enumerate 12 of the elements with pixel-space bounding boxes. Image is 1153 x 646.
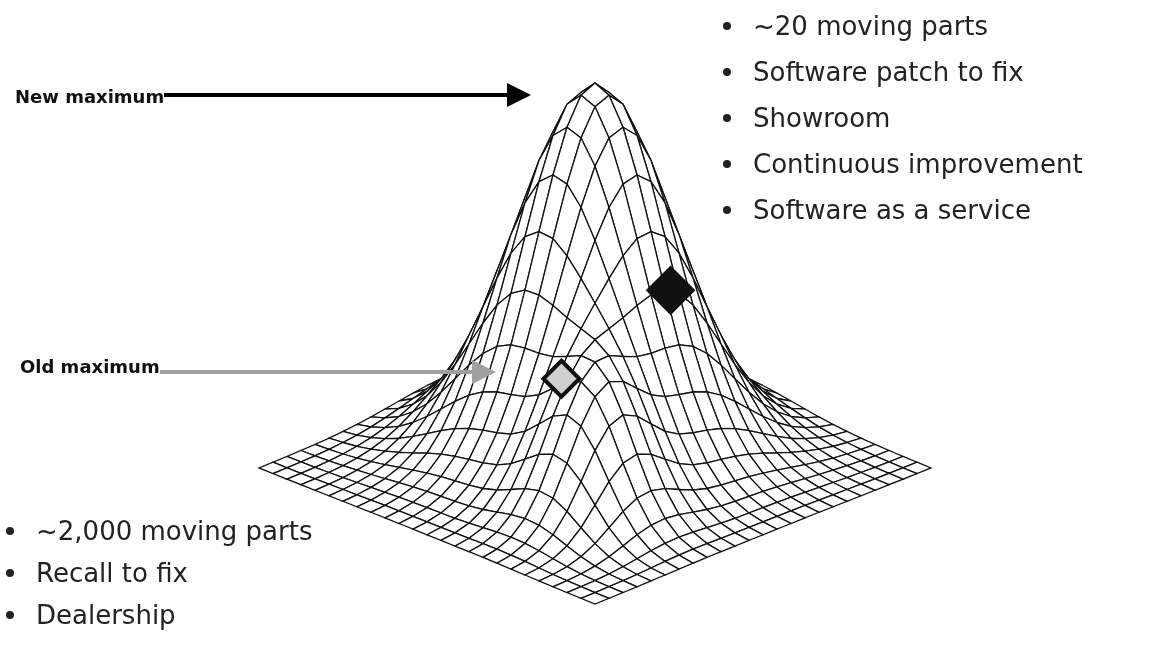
arrow: [164, 83, 531, 107]
bullet-item: Recall to fix: [36, 557, 188, 590]
bullet-item: ~2,000 moving parts: [36, 515, 313, 548]
bullet-item: Software as a service: [753, 194, 1031, 227]
bullet-item: Dealership: [36, 599, 176, 632]
bullet-item: Continuous improvement: [753, 148, 1083, 181]
arrow: [160, 360, 496, 384]
bullet-item: Software patch to fix: [753, 56, 1024, 89]
text-label: Old maximum: [20, 356, 160, 377]
text-label: New maximum: [15, 86, 165, 107]
bullet-item: ~20 moving parts: [753, 10, 989, 43]
bullet-item: Showroom: [753, 102, 891, 135]
